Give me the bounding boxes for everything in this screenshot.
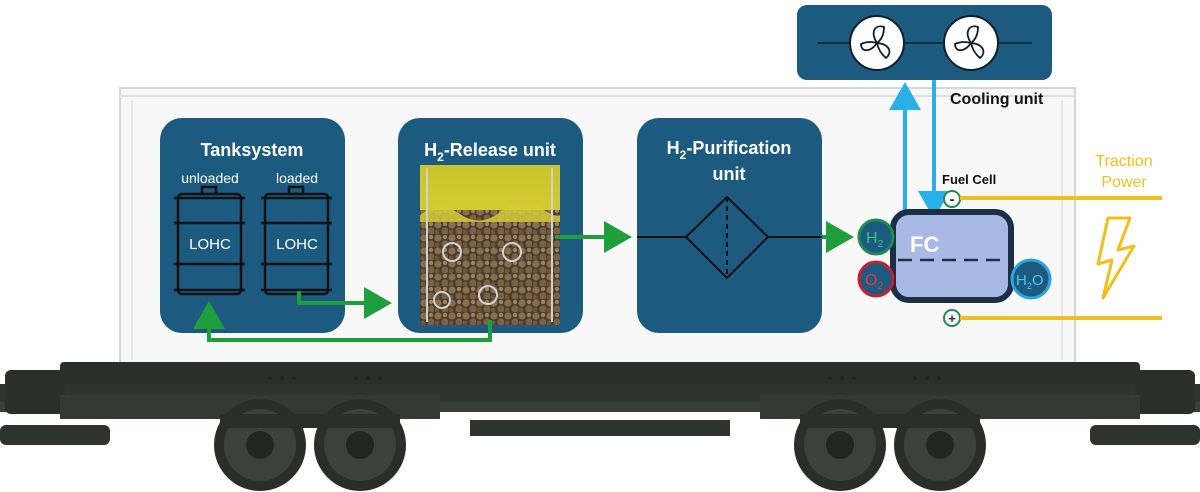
wheel [794,399,886,491]
tanksystem-title: Tanksystem [201,140,304,160]
coolant-lines [889,80,950,220]
fuel-cell-title: Fuel Cell [942,172,996,187]
wheel [894,399,986,491]
o2-badge [857,260,895,298]
h2-badge [857,218,895,256]
coupler-right [1090,425,1200,445]
lightning-icon [1096,216,1136,300]
h2-label: H2 [866,230,884,250]
tank-unloaded-label: unloaded [181,170,239,186]
wheel [214,399,306,491]
cooling-unit [797,5,1052,80]
plus-label: + [948,311,956,326]
traction-power-line1: Traction [1095,153,1152,170]
fan-icon [849,15,905,71]
h2o-label: H2O [1016,272,1044,291]
fan-icon [943,15,999,71]
release-unit-title: H2-Release unit [424,140,556,164]
wheel [314,399,406,491]
h2o-badge [1010,258,1052,300]
cooling-unit-title: Cooling unit [950,91,1044,108]
train-chassis [0,362,1200,491]
barrel-icon-loaded [261,185,332,296]
purification-unit-title-line2: unit [713,164,746,184]
coupler-left [0,425,110,445]
barrel-icon-unloaded [174,185,245,296]
fuel-cell-label: FC [910,232,939,257]
tank-loaded-label: loaded [276,170,318,186]
tank-unloaded-content: LOHC [189,236,231,253]
tank-loaded-content: LOHC [276,236,318,253]
reactor-photo [420,165,560,325]
minus-label: - [950,191,955,208]
purification-unit-box [637,118,822,333]
lohc-flow-arrows [193,221,854,342]
traction-power-line2: Power [1101,174,1147,191]
filter-icon [684,195,770,280]
o2-label: O2 [865,272,883,292]
purification-unit-title: H2-Purification [667,138,792,162]
power-lines [960,196,1162,320]
release-unit-box [398,118,583,333]
fuel-cell [890,209,1014,303]
